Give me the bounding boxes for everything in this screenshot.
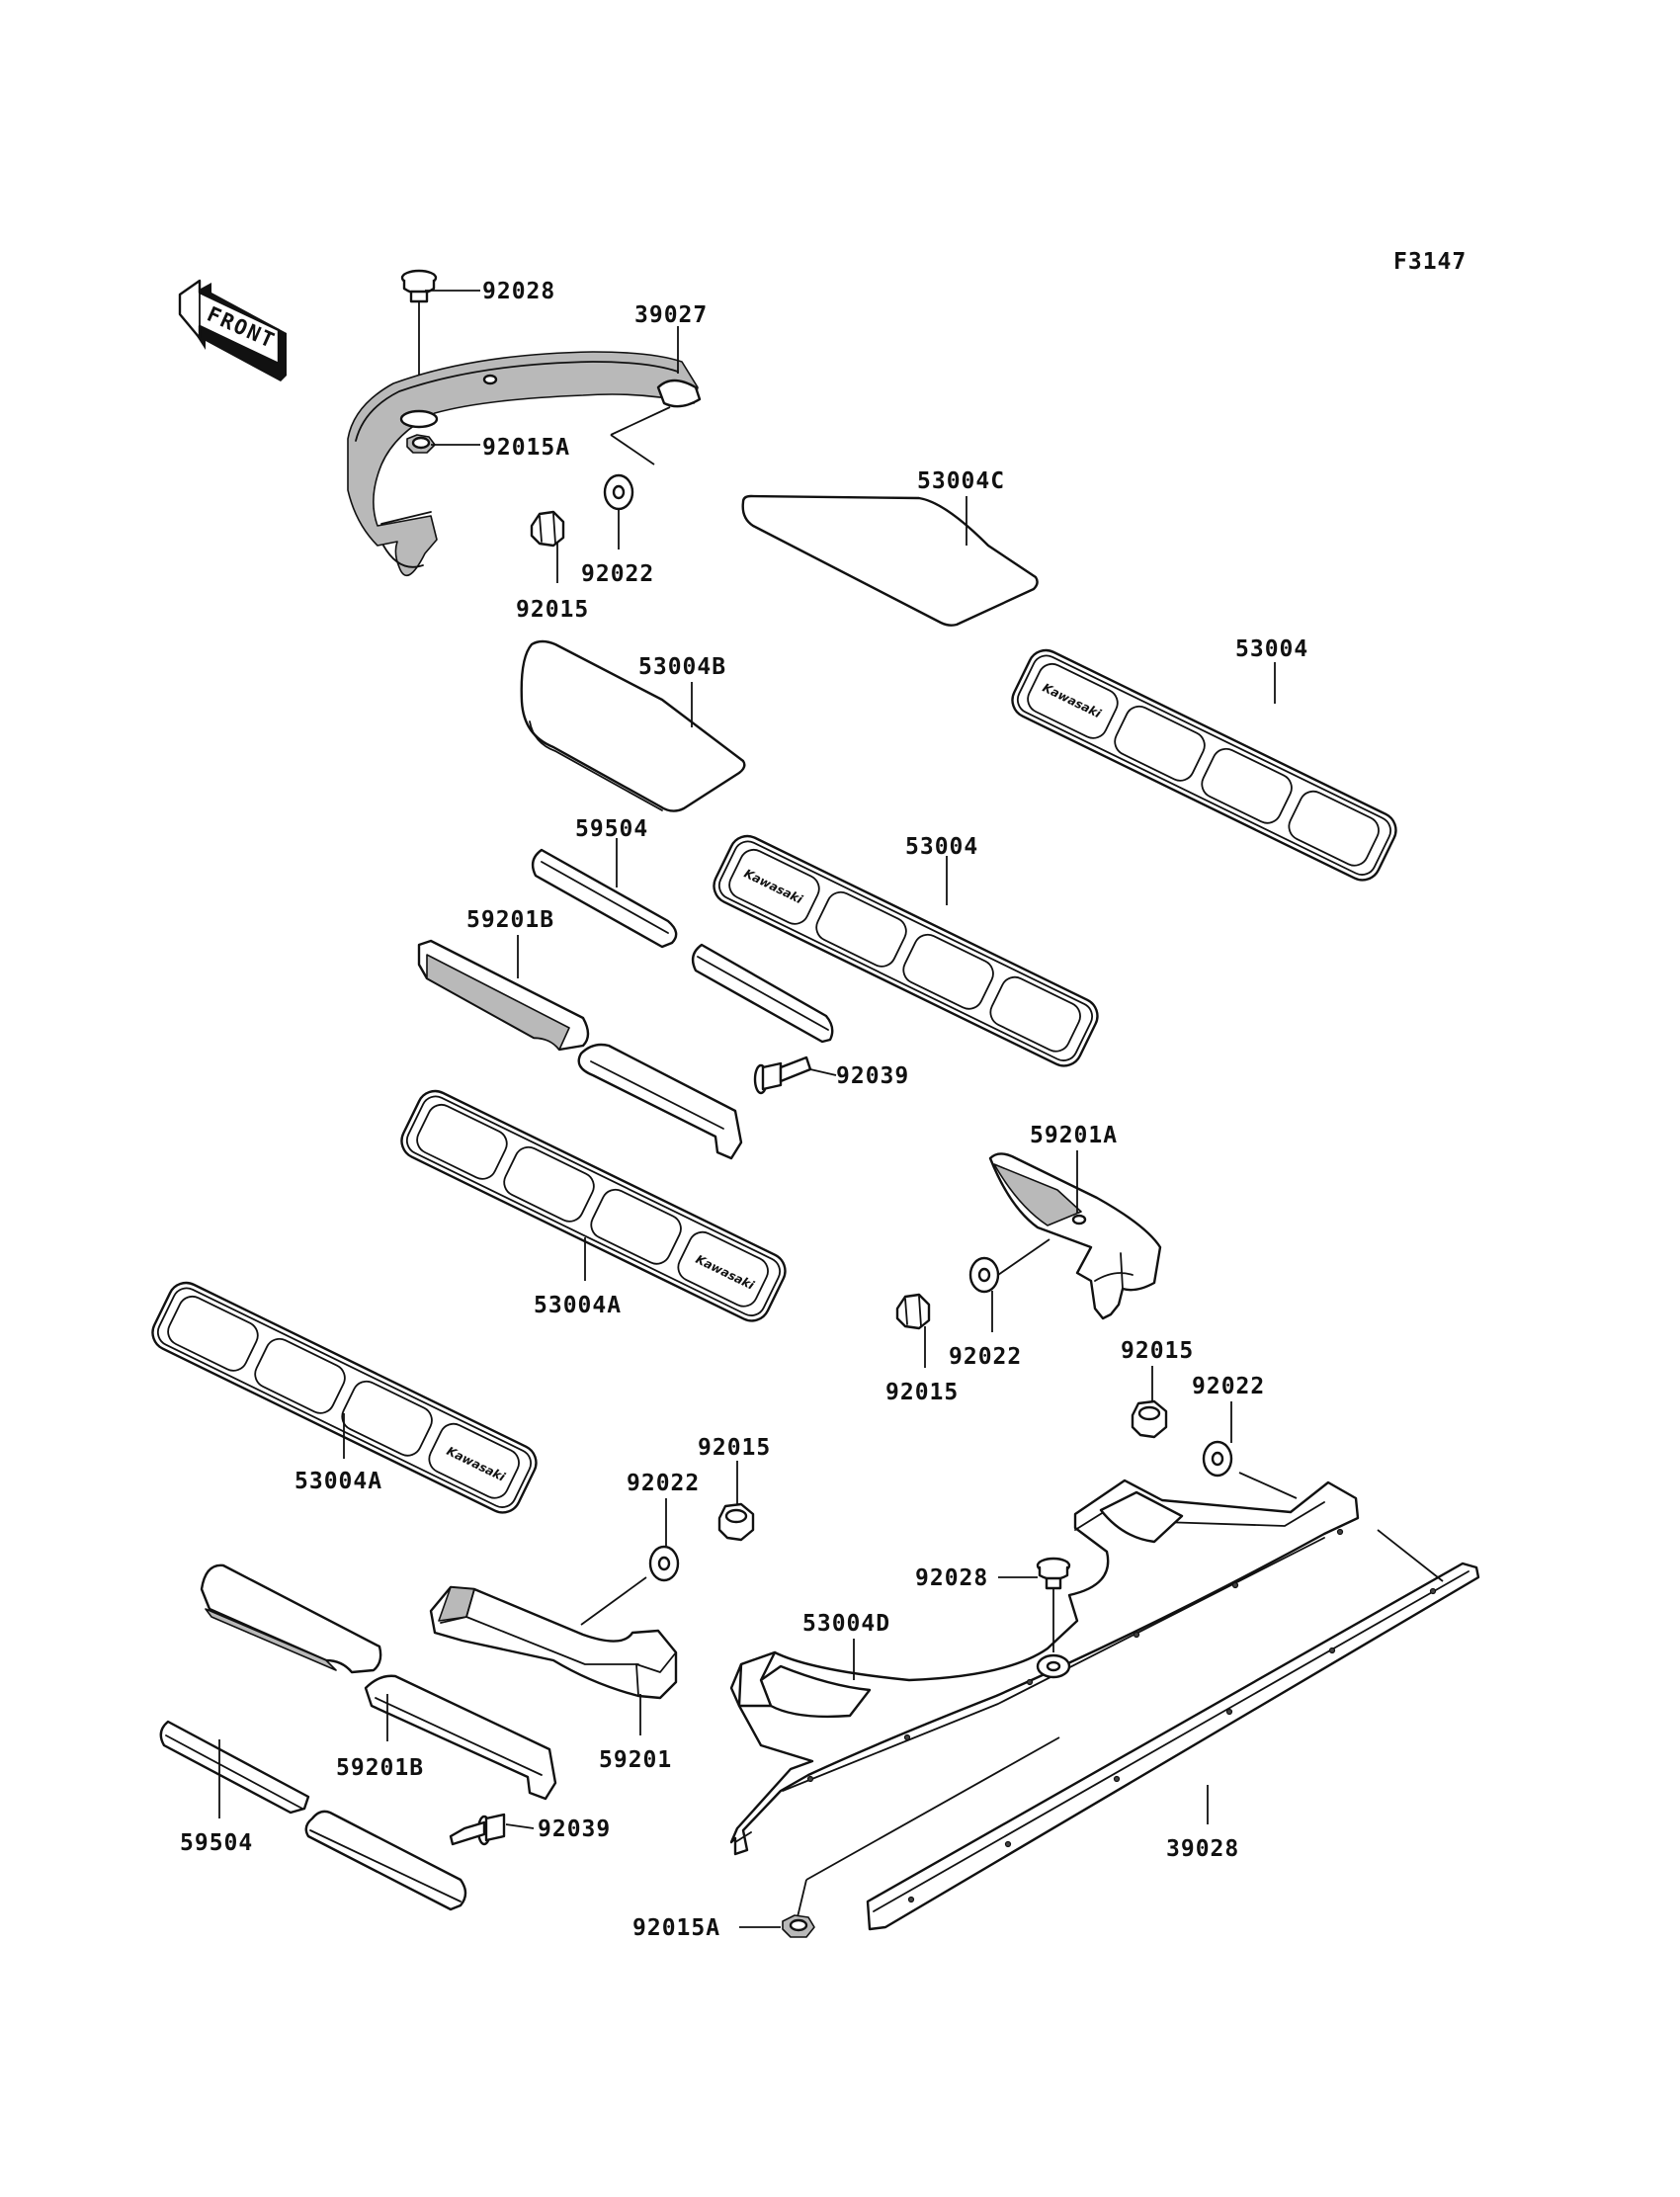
callout-92015-top: 92015 xyxy=(516,542,589,623)
part-92015-nut-mid xyxy=(895,1293,931,1330)
part-92015a-nut-top xyxy=(406,434,436,454)
callout-label: 92039 xyxy=(836,1063,909,1089)
callout-label: 59201B xyxy=(336,1755,424,1781)
callout-label: 59201 xyxy=(599,1747,672,1773)
callout-label: 92039 xyxy=(538,1817,611,1842)
callout-92015-mid: 92015 xyxy=(885,1326,959,1405)
callout-label: 59504 xyxy=(180,1830,253,1856)
callout-92015-right: 92015 xyxy=(1121,1338,1194,1401)
callout-59201: 59201 xyxy=(599,1694,672,1773)
part-53004b-pad xyxy=(520,639,746,812)
callout-label: 92028 xyxy=(482,279,555,304)
callout-59504-top: 59504 xyxy=(575,816,648,887)
callout-label: 92015 xyxy=(1121,1338,1194,1364)
callout-label: 59504 xyxy=(575,816,648,842)
callout-53004b: 53004B xyxy=(638,654,726,727)
front-direction-arrow: FRONT xyxy=(178,279,287,381)
callout-59201b-low: 59201B xyxy=(336,1694,424,1781)
part-92022-washer-low xyxy=(648,1545,680,1582)
part-59504-rod-top xyxy=(531,848,834,1044)
callout-92039-low: 92039 xyxy=(538,1817,611,1842)
callout-53004a-mid: 53004A xyxy=(534,1237,622,1318)
part-59504-rod-low xyxy=(159,1720,467,1911)
callout-92039-top: 92039 xyxy=(836,1063,909,1089)
part-59201a-fitting xyxy=(988,1152,1162,1320)
callout-label: 53004A xyxy=(294,1469,382,1494)
callout-59201b-top: 59201B xyxy=(466,907,554,978)
part-92015-nut-right xyxy=(1131,1399,1168,1439)
callout-label: 92022 xyxy=(1192,1374,1265,1399)
callout-label: 92015A xyxy=(632,1915,720,1941)
part-59201b-cover-top xyxy=(417,939,743,1160)
callout-53004-right: 53004 xyxy=(1235,636,1308,704)
part-92022-washer-right xyxy=(1202,1440,1233,1478)
part-92015-nut-low xyxy=(717,1502,755,1542)
callout-label: 59201B xyxy=(466,907,554,933)
part-92028-bolt-low xyxy=(1036,1557,1071,1652)
callout-label: 39027 xyxy=(634,302,708,328)
part-53004-mat-mid: Kawasaki xyxy=(713,834,1099,1067)
callout-label: 53004C xyxy=(917,468,1005,494)
part-92022-washer-top xyxy=(603,473,634,511)
callout-92022-top: 92022 xyxy=(581,509,654,587)
part-92039-rivet-top xyxy=(753,1056,837,1095)
callout-label: 53004 xyxy=(1235,636,1308,662)
callout-label: 53004B xyxy=(638,654,726,680)
callout-label: 92015 xyxy=(698,1435,771,1461)
callout-label: 53004D xyxy=(802,1611,890,1637)
part-53004a-mat-left: Kawasaki xyxy=(151,1281,538,1514)
part-53004-mat-right: Kawasaki xyxy=(1011,648,1397,882)
part-92015a-nut-low xyxy=(782,1914,815,1938)
part-92028-bolt-top xyxy=(400,269,438,410)
callout-92022-low: 92022 xyxy=(627,1471,700,1546)
part-53004c-pad xyxy=(741,494,1039,627)
callout-label: 92015 xyxy=(885,1380,959,1405)
callout-92015a-low: 92015A xyxy=(632,1915,781,1941)
figure-code: F3147 xyxy=(1393,249,1467,275)
callout-label: 92022 xyxy=(581,561,654,587)
callout-label: 92028 xyxy=(915,1565,988,1591)
callout-39027: 39027 xyxy=(634,302,708,374)
callout-label: 92022 xyxy=(949,1344,1022,1370)
callout-label: 53004A xyxy=(534,1293,622,1318)
callout-53004a-left: 53004A xyxy=(294,1413,382,1494)
part-59201b-cover-low xyxy=(200,1563,557,1801)
callout-92015a-top: 92015A xyxy=(431,435,570,461)
callout-53004c: 53004C xyxy=(917,468,1005,546)
callout-92028-top: 92028 xyxy=(425,279,555,304)
callout-53004-mid: 53004 xyxy=(905,834,978,905)
callout-92022-mid: 92022 xyxy=(949,1291,1022,1370)
callout-label: 92015A xyxy=(482,435,570,461)
callout-92028-low: 92028 xyxy=(915,1565,1038,1591)
callout-92022-right: 92022 xyxy=(1192,1374,1265,1443)
callout-39028: 39028 xyxy=(1166,1785,1239,1862)
part-92022-washer-mid xyxy=(968,1256,1000,1294)
part-39028-rail xyxy=(866,1562,1480,1931)
part-92039-rivet-low xyxy=(449,1813,535,1846)
callout-92015-low: 92015 xyxy=(698,1435,771,1504)
callout-label: 39028 xyxy=(1166,1836,1239,1862)
part-39027-handle xyxy=(347,351,702,577)
callout-label: 59201A xyxy=(1030,1123,1118,1148)
callout-label: 53004 xyxy=(905,834,978,860)
part-59201-elbow xyxy=(429,1585,678,1700)
callout-label: 92015 xyxy=(516,597,589,623)
part-53004a-mat-mid: Kawasaki xyxy=(400,1089,787,1322)
callout-53004d: 53004D xyxy=(802,1611,890,1680)
callout-59504-low: 59504 xyxy=(180,1739,253,1856)
part-92015-nut-top xyxy=(530,510,565,548)
callout-59201a: 59201A xyxy=(1030,1123,1118,1214)
part-53004d-deck xyxy=(729,1479,1360,1856)
callout-label: 92022 xyxy=(627,1471,700,1496)
